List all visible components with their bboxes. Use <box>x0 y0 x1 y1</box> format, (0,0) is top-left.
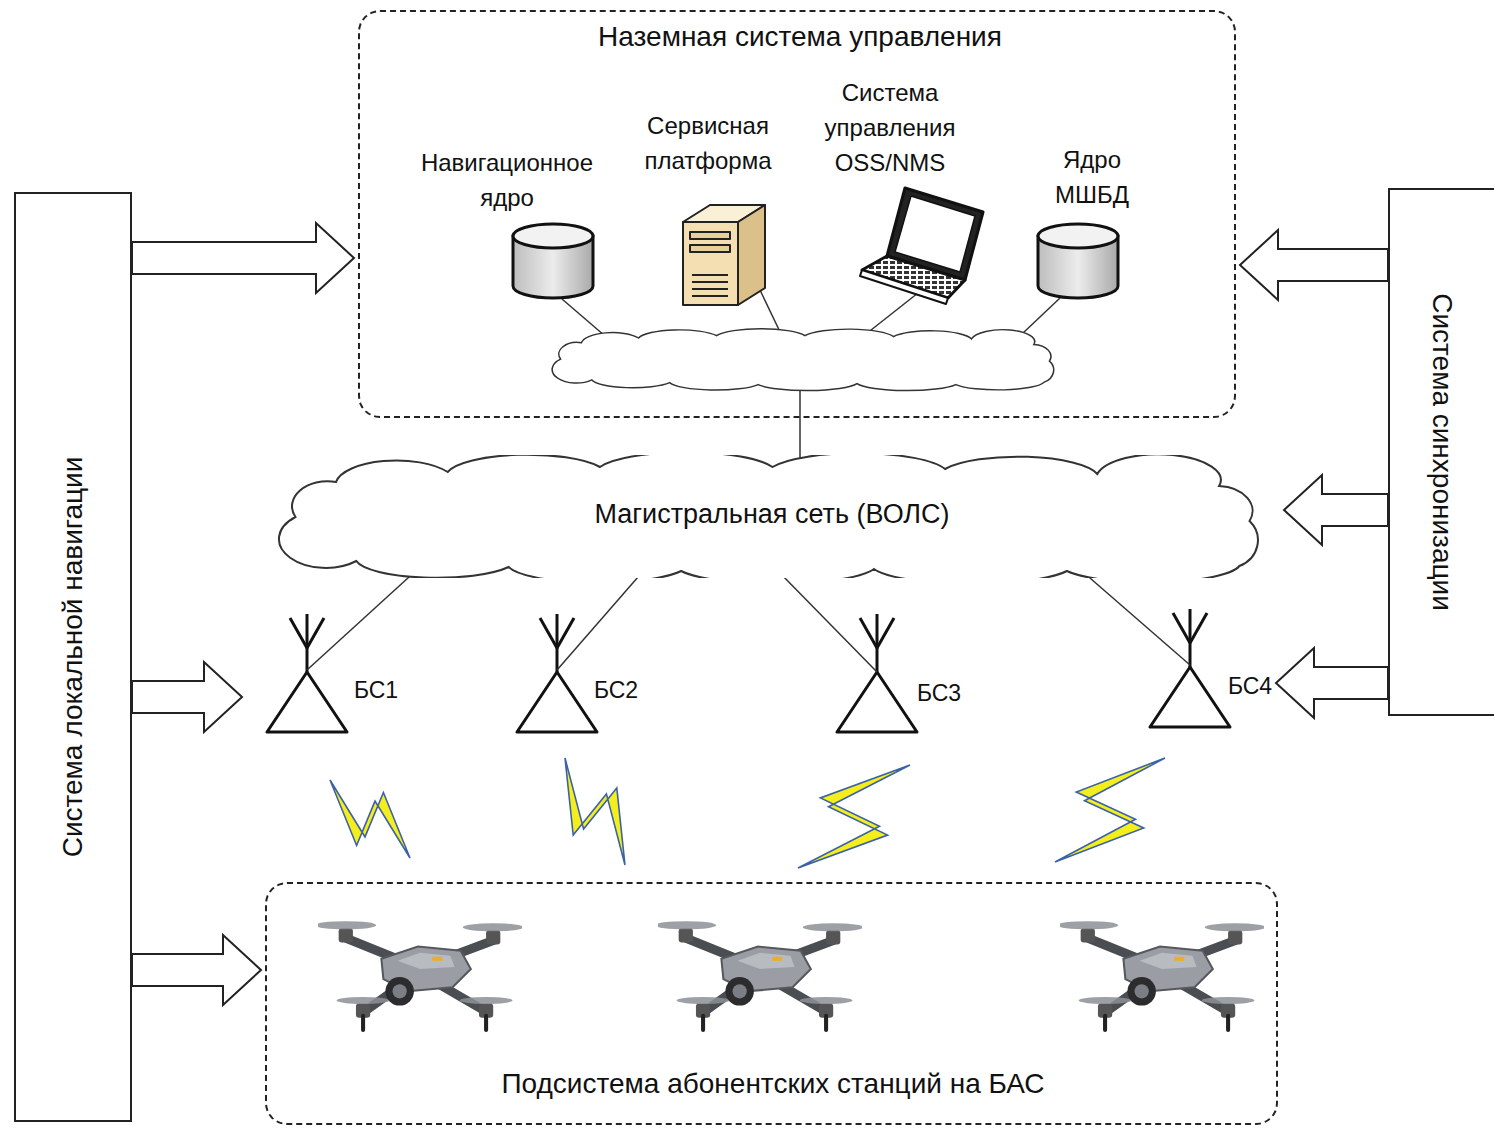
node-label: Подсистема абонентских станций на БАС <box>501 1067 1044 1101</box>
icon-node: Система управления OSS/NMS <box>810 73 1000 300</box>
database-icon <box>1038 224 1118 298</box>
drone-icons-part <box>1057 921 1265 1030</box>
node-label: БС3 <box>917 679 961 707</box>
database-icon-part <box>513 224 593 248</box>
drone-icons-part <box>655 921 863 1030</box>
database-icon-part <box>1038 224 1118 248</box>
antenna-symbols-part-part <box>876 614 879 672</box>
radio-link <box>798 765 910 868</box>
antenna-symbols-part-part <box>267 672 347 732</box>
network-cloud: Магистральная сеть (ВОЛС) <box>265 455 1280 578</box>
antenna-symbols-part-part <box>307 618 324 648</box>
database-icon <box>513 224 593 298</box>
server-icon-part <box>692 281 728 283</box>
link-line <box>778 571 877 672</box>
server-icon-part <box>692 274 728 276</box>
antenna-symbols-part-part <box>1173 613 1190 643</box>
antenna-symbols-part-part <box>1189 609 1192 667</box>
antenna-symbols-part <box>517 614 597 732</box>
link-line <box>1075 565 1190 665</box>
icon-node: Сервисная платформа <box>625 104 795 308</box>
node-label: Наземная система управления <box>598 20 1002 54</box>
antenna-symbols-part-part <box>837 672 917 732</box>
base-station: БС1 <box>246 605 416 740</box>
radio-link <box>565 758 625 865</box>
base-station: БС2 <box>496 605 666 740</box>
hollow-arrow <box>132 223 354 293</box>
cloud-path <box>279 455 1258 578</box>
link-line <box>557 569 645 670</box>
node-label: Система локальной навигации <box>56 457 90 858</box>
server-icon-part <box>692 288 728 290</box>
node-label: Система синхронизации <box>1425 293 1459 611</box>
inner-links-part <box>866 293 918 334</box>
antenna-symbols-part-part <box>306 614 309 672</box>
radio-link <box>1055 758 1165 862</box>
node-label: БС2 <box>594 676 638 704</box>
laptop-icon <box>860 188 983 304</box>
base-station: БС3 <box>816 605 986 740</box>
base-station: БС4 <box>1130 600 1272 735</box>
antenna-symbols-part-part <box>290 618 307 648</box>
hollow-arrow <box>132 935 261 1005</box>
inner-links-part <box>1022 298 1060 334</box>
antenna-symbols-part-part <box>877 618 894 648</box>
side-system-box: Система синхронизации <box>1388 188 1494 716</box>
antenna-symbols-part <box>267 614 347 732</box>
drone-icons <box>315 921 1265 1030</box>
server-icon-part <box>738 205 765 305</box>
antenna-symbols-part-part <box>540 618 557 648</box>
server-icon-part <box>683 222 738 305</box>
server-icon-part <box>690 232 730 239</box>
hollow-arrow <box>1284 475 1388 545</box>
subscriber-group: Подсистема абонентских станций на БАС <box>265 882 1278 1125</box>
antenna-symbols-part-part <box>860 618 877 648</box>
antenna-symbols-part-part <box>1150 667 1230 727</box>
node-label: БС4 <box>1228 672 1272 700</box>
laptop-icon-part <box>860 270 948 304</box>
icon-node: Ядро МШБД <box>1020 140 1160 302</box>
server-icon <box>683 205 765 305</box>
antenna-symbols-part-part <box>517 672 597 732</box>
side-system-box: Система локальной навигации <box>14 192 132 1122</box>
antenna-symbols <box>267 609 1230 732</box>
node-label: Сервисная платформа <box>644 108 771 178</box>
antenna-symbols-part-part <box>1190 613 1207 643</box>
drone-icons-part <box>315 921 523 1030</box>
inner-cloud <box>552 329 1054 391</box>
node-label: Магистральная сеть (ВОЛС) <box>594 498 949 530</box>
node-label: Система управления OSS/NMS <box>825 75 956 180</box>
antenna-symbols-part-part <box>556 614 559 672</box>
hollow-arrow <box>1276 648 1388 718</box>
hollow-arrow <box>1240 230 1388 300</box>
node-label: Навигационное ядро <box>421 145 593 215</box>
server-icon-part <box>690 245 730 252</box>
server-icon-part <box>692 295 728 297</box>
antenna-symbols-part-part <box>557 618 574 648</box>
antenna-symbols-part <box>837 614 917 732</box>
system-group: Наземная система управленияНавигационное… <box>358 10 1236 418</box>
icon-node: Навигационное ядро <box>395 140 620 305</box>
link-line <box>307 567 420 670</box>
hollow-arrow <box>132 662 242 732</box>
node-label: БС1 <box>354 676 398 704</box>
radio-link <box>330 780 410 858</box>
antenna-symbols-part <box>1150 609 1230 727</box>
node-label: Ядро МШБД <box>1055 142 1129 212</box>
